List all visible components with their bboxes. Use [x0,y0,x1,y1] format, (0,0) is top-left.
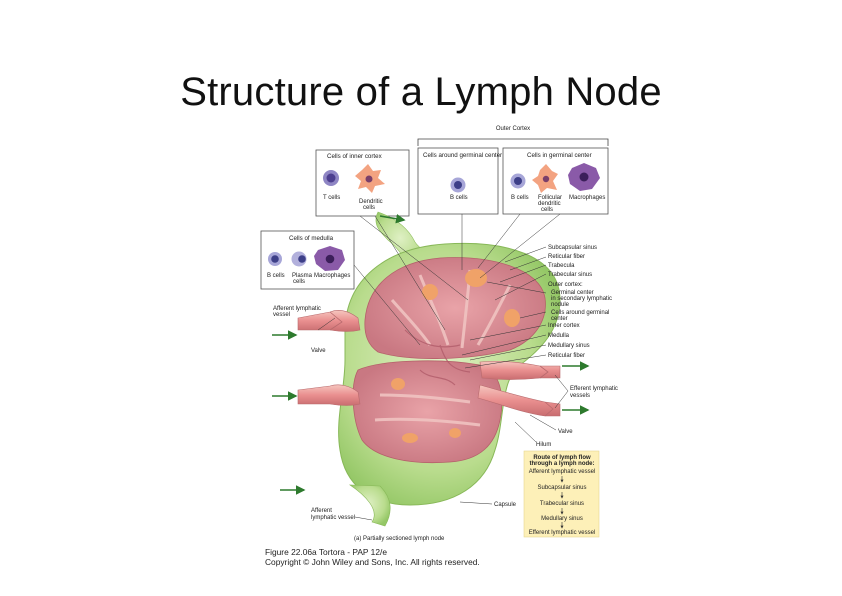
b-cells-label-1: B cells [450,195,468,201]
efferent-vessel-top [479,360,561,380]
dendritic-label-1: Dendritic [359,199,383,205]
label-valve-left: Valve [311,348,326,354]
label-afferent-top-2: vessel [273,312,290,318]
label-germinal-center-2: in secondary lymphatic [551,296,612,302]
label-afferent-top-1: Afferent lymphatic [273,306,321,312]
route-step-4: Medullary sinus [541,516,583,522]
arrow-in-icon [379,213,406,224]
label-capsule: Capsule [494,502,517,508]
dendritic-label-2: cells [363,205,375,211]
box-medulla: Cells of medulla B cells Plasma cells Ma… [260,230,355,290]
b-cells-label-3: B cells [267,273,285,279]
label-cells-around-2: center [551,316,568,322]
label-efferent-2: vessels [570,393,590,399]
box-inner-cortex: Cells of inner cortex T cells Dendritic … [315,149,410,217]
route-title-1: Route of lymph flow [533,455,591,461]
route-step-5: Efferent lymphatic vessel [529,530,596,536]
label-trabecular-sinus: Trabecular sinus [548,272,592,278]
box-around-germinal-center: Cells around germinal center B cells [417,147,502,215]
route-box: Route of lymph flow through a lymph node… [523,450,600,538]
lymph-node-body [297,211,561,527]
label-afferent-bottom-2: lymphatic vessel [311,515,355,521]
label-germinal-center-3: nodule [551,302,570,308]
label-valve-right: Valve [558,429,573,435]
outer-cortex-bracket: Outer Cortex [417,126,609,146]
label-cells-around-1: Cells around germinal [551,310,609,316]
route-title-2: through a lymph node: [530,461,595,467]
efferent-vessel-bottom [477,384,561,417]
t-cells-label: T cells [323,195,340,201]
copyright: Copyright © John Wiley and Sons, Inc. Al… [265,557,480,567]
box-medulla-title: Cells of medulla [289,235,334,242]
label-inner-cortex: Inner cortex [548,323,580,329]
plasma-label-2: cells [293,279,305,285]
germinal-centers [391,269,520,443]
lymph-flow-arrows [272,213,590,495]
outer-cortex-label: Outer Cortex [496,126,530,132]
follicular-label-3: cells [541,207,553,213]
label-medulla: Medulla [548,333,570,339]
route-step-1: Afferent lymphatic vessel [529,469,596,475]
route-step-3: Trabecular sinus [540,501,584,507]
afferent-vessel-left-top [297,310,361,332]
label-afferent-bottom-1: Afferent [311,508,332,514]
box-in-germinal-title: Cells in germinal center [527,152,592,159]
box-around-germinal-title: Cells around germinal center [423,152,502,159]
label-reticular-fiber-bottom: Reticular fiber [548,353,585,359]
box-in-germinal-center: Cells in germinal center B cells Follicu… [502,147,609,215]
macrophages-label-2: Macrophages [314,273,350,279]
left-labels: Afferent lymphatic vessel Valve Afferent… [273,306,445,542]
label-trabecula: Trabecula [548,263,575,269]
label-reticular-fiber-top: Reticular fiber [548,254,585,260]
box-inner-cortex-title: Cells of inner cortex [327,153,383,160]
label-subcapsular-sinus: Subcapsular sinus [548,245,597,251]
route-step-2: Subcapsular sinus [537,485,586,491]
right-labels: Subcapsular sinus Reticular fiber Trabec… [494,245,618,508]
follicular-label-2: dendritic [538,201,561,207]
label-outer-cortex: Outer cortex: [548,282,583,288]
subcaption: (a) Partially sectioned lymph node [354,536,445,542]
outer-cortex-tissue [364,257,546,359]
label-medullary-sinus: Medullary sinus [548,343,590,349]
follicular-label-1: Follicular [538,195,562,201]
afferent-vessel-left-middle [297,384,361,406]
label-germinal-center-1: Germinal center [551,290,594,296]
medulla-tissue [352,360,503,463]
figure-caption: Figure 22.06a Tortora - PAP 12/e [265,547,387,557]
afferent-vessel-bottom [348,484,391,527]
label-efferent-1: Efferent lymphatic [570,386,618,392]
plasma-label-1: Plasma [292,273,313,279]
slide-title: Structure of a Lymph Node [180,70,662,114]
germinal-center [465,269,487,287]
label-hilum: Hilum [536,442,551,448]
leader-lines [317,213,569,521]
macrophages-label-1: Macrophages [569,195,605,201]
b-cells-label-2: B cells [511,195,529,201]
